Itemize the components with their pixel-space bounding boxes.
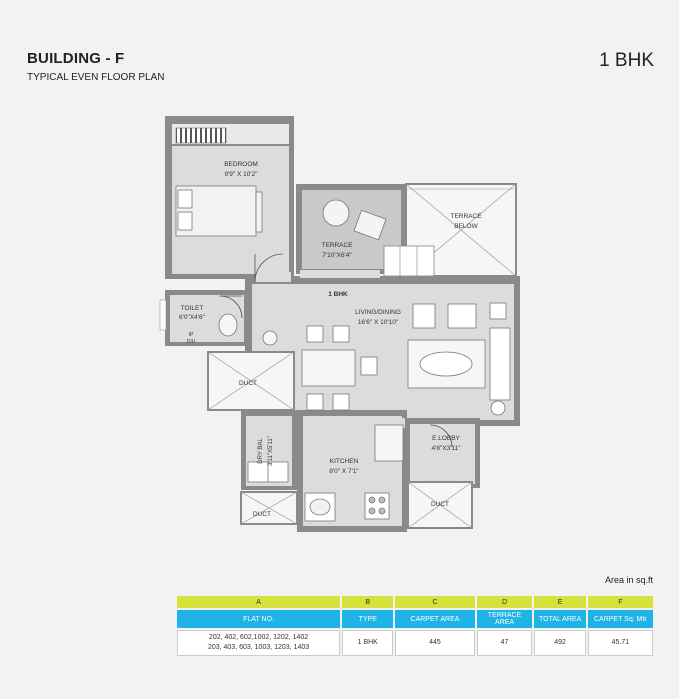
terrace-size: 7'10"X6'4" <box>322 252 352 259</box>
toilet-size: 6'0"X4'6" <box>179 314 206 321</box>
floor-plan: BEDROOM 9'9" X 10'2" TERRACE 7'10"X6'4" … <box>159 116 520 532</box>
column-header: TOTAL AREA <box>534 610 586 628</box>
unit-type-label: 1 BHK <box>599 50 654 71</box>
column-letter: D <box>476 596 533 608</box>
toilet-name: TOILET <box>181 305 204 312</box>
flat-numbers-line: 202, 402, 602,1002, 1202, 1402 <box>208 634 309 641</box>
terrace-below-line2: BELOW <box>454 223 478 230</box>
table-row: 202, 402, 602,1002, 1202, 1402 203, 403,… <box>177 630 653 656</box>
column-header: FLAT NO. <box>177 610 341 628</box>
terrace-area-cell: 47 <box>476 630 533 656</box>
area-table-header-row: FLAT NO. TYPE CARPET AREA TERRACE AREA T… <box>177 610 653 628</box>
area-unit-note: Area in sq.ft <box>604 575 653 585</box>
column-letter: C <box>395 596 475 608</box>
e-lobby-name: E.LOBBY <box>432 435 460 442</box>
flat-numbers-line: 203, 403, 603, 1003, 1203, 1403 <box>207 644 310 651</box>
ip-line1: IP <box>189 332 194 338</box>
dry-bal-name: DRY BAL <box>258 438 264 464</box>
doors <box>219 253 453 448</box>
building-title: BUILDING - F <box>27 50 125 67</box>
furniture <box>175 185 511 522</box>
column-letter: F <box>587 596 653 608</box>
kitchen-name: KITCHEN <box>330 458 359 465</box>
column-header: CARPET AREA <box>395 610 475 628</box>
column-letter: B <box>342 596 394 608</box>
kitchen-size: 8'0" X 7'1" <box>329 468 359 475</box>
e-lobby-size: 4'8"X3'11" <box>431 445 461 452</box>
ip-line2: D/U <box>187 339 196 345</box>
flat-numbers-cell: 202, 402, 602,1002, 1202, 1402 203, 403,… <box>177 630 341 656</box>
floor-plan-subtitle: TYPICAL EVEN FLOOR PLAN <box>27 72 165 83</box>
duct-left-label: DUCT <box>239 380 257 387</box>
carpet-area-cell: 445 <box>395 630 475 656</box>
bedroom-size: 9'9" X 10'2" <box>224 171 258 178</box>
bedroom-name: BEDROOM <box>224 161 258 168</box>
total-area-cell: 492 <box>534 630 586 656</box>
area-table-letter-row: A B C D E F <box>177 596 653 608</box>
duct-right-label: DUCT <box>431 501 449 508</box>
room-labels: BEDROOM 9'9" X 10'2" TERRACE 7'10"X6'4" … <box>179 161 482 518</box>
living-size: 16'6" X 10'10" <box>358 319 399 326</box>
terrace-below-line1: TERRACE <box>450 213 482 220</box>
column-header: CARPET Sq. Mtr <box>587 610 653 628</box>
duct-bottom-label: DUCT <box>253 511 271 518</box>
area-table: A B C D E F FLAT NO. TYPE CARPET AREA TE… <box>175 594 655 658</box>
column-header: TERRACE AREA <box>476 610 533 628</box>
dry-bal-size: 3'11"X5'11" <box>268 436 274 466</box>
living-name: LIVING/DINING <box>355 309 401 316</box>
unit-label: 1 BHK <box>328 291 348 298</box>
terrace-name: TERRACE <box>321 242 353 249</box>
column-letter: A <box>177 596 341 608</box>
type-cell: 1 BHK <box>342 630 394 656</box>
column-letter: E <box>534 596 586 608</box>
carpet-sqm-cell: 45.71 <box>587 630 653 656</box>
column-header: TYPE <box>342 610 394 628</box>
